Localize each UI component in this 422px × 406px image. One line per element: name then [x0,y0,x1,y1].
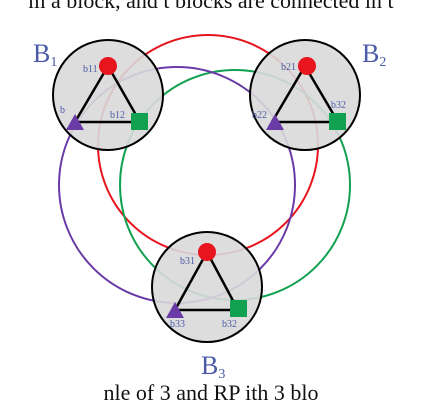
b3-green-node [230,300,247,317]
b1-green-node [131,113,148,130]
block-b3: B3 b31 b33 b32 [151,231,263,382]
b2-red-node [298,57,316,75]
caption-top: m a block, and t blocks are connected in… [28,0,394,13]
b2-edge-top-left [270,65,307,123]
b1-node-top-label: b11 [83,64,98,75]
b2-node-left-label: b22 [252,110,267,121]
b1-node-right-label: b12 [110,110,125,121]
caption-bottom: nle of 3 and RP ith 3 blo [103,380,319,405]
b2-green-node [329,113,346,130]
b1-purple-node [66,114,84,130]
b1-edge-top-right [106,65,142,123]
block-b1: B1 b11 b b12 [33,39,164,151]
b2-purple-node [266,114,284,130]
block-b1-disc [52,39,164,151]
b1-label: B1 [33,39,57,70]
b3-node-top-label: b31 [180,256,195,267]
b1-edge-top-left [73,65,110,123]
b3-purple-node [166,302,184,318]
block-b2: B2 b21 b22 b32 [249,39,386,151]
b2-edge-top-right [303,65,340,123]
b2-node-right-label: b32 [331,100,346,111]
b3-node-right-label: b32 [222,319,237,330]
b3-label: B3 [201,351,225,382]
b2-label: B2 [362,39,386,70]
b2-node-top-label: b21 [281,62,296,73]
b1-red-node [99,57,117,75]
b3-node-left-label: b33 [170,319,185,330]
b3-red-node [198,243,216,261]
b3-edge-top-left [173,251,209,311]
block-b2-disc [249,39,361,151]
b1-node-left-label: b [60,105,65,116]
